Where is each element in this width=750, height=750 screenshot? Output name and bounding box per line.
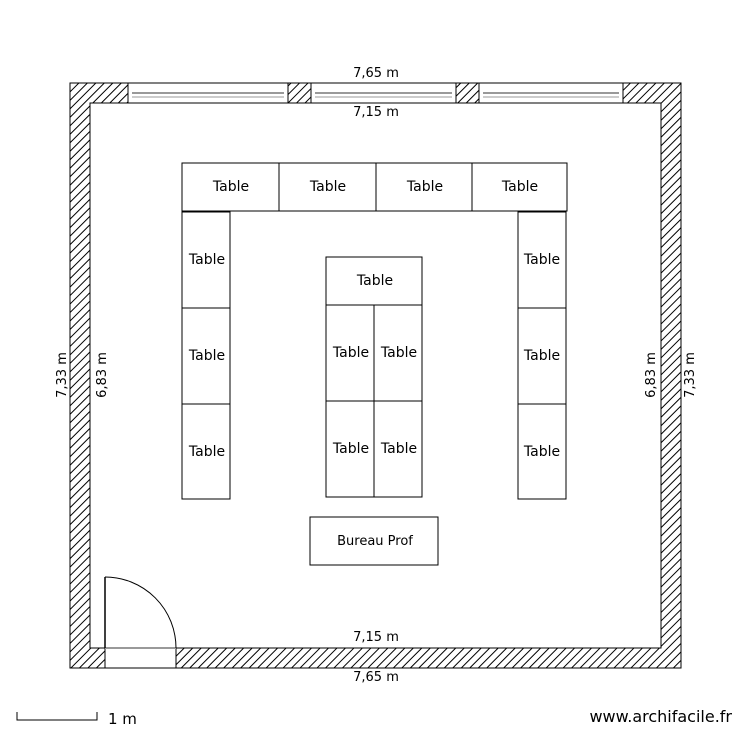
table-left-1 <box>181 211 231 309</box>
table-label: Table <box>380 441 417 457</box>
dim-right-inner: 6,83 m <box>644 352 659 398</box>
table-center-4 <box>373 400 423 498</box>
window-right <box>478 82 624 104</box>
table-label: Table <box>188 444 225 460</box>
table-label: Table <box>309 179 346 195</box>
table-right-2 <box>517 307 567 405</box>
table-label: Table <box>212 179 249 195</box>
table-label: Table <box>380 345 417 361</box>
desk-label: Bureau Prof <box>337 534 413 549</box>
table-label: Table <box>501 179 538 195</box>
table-label: Table <box>332 441 369 457</box>
dim-top-outer: 7,65 m <box>353 66 399 81</box>
table-top-3 <box>375 162 473 212</box>
dim-left-outer: 7,33 m <box>55 352 70 398</box>
dim-left-inner: 6,83 m <box>95 352 110 398</box>
table-top-1 <box>181 162 280 212</box>
table-left-3 <box>181 403 231 500</box>
table-label: Table <box>523 444 560 460</box>
scale-bar <box>16 712 98 721</box>
table-center-head <box>325 256 423 306</box>
dim-right-outer: 7,33 m <box>683 352 698 398</box>
tables-left-column <box>181 211 231 500</box>
window-middle <box>310 82 457 104</box>
table-label: Table <box>332 345 369 361</box>
windows <box>127 82 624 104</box>
table-label: Table <box>188 348 225 364</box>
watermark: www.archifacile.fr <box>589 707 732 726</box>
dim-top-inner: 7,15 m <box>353 105 399 120</box>
door <box>104 576 177 669</box>
table-label: Table <box>356 273 393 289</box>
tables-top-row <box>181 162 568 212</box>
scale-label: 1 m <box>108 710 137 728</box>
table-center-1 <box>325 304 375 402</box>
walls <box>69 82 682 669</box>
table-right-3 <box>517 403 567 500</box>
wall-outline <box>69 82 682 669</box>
tables-right-column <box>517 211 567 500</box>
table-label: Table <box>523 252 560 268</box>
window-left <box>127 82 289 104</box>
table-top-4 <box>471 162 568 212</box>
tables-center-island <box>325 256 423 498</box>
teacher-desk <box>309 516 439 566</box>
table-center-2 <box>373 304 423 402</box>
dim-bottom-outer: 7,65 m <box>353 670 399 685</box>
table-top-2 <box>278 162 377 212</box>
table-label: Table <box>523 348 560 364</box>
table-label: Table <box>188 252 225 268</box>
table-right-1 <box>517 211 567 309</box>
table-label: Table <box>406 179 443 195</box>
table-center-3 <box>325 400 375 498</box>
dim-bottom-inner: 7,15 m <box>353 630 399 645</box>
